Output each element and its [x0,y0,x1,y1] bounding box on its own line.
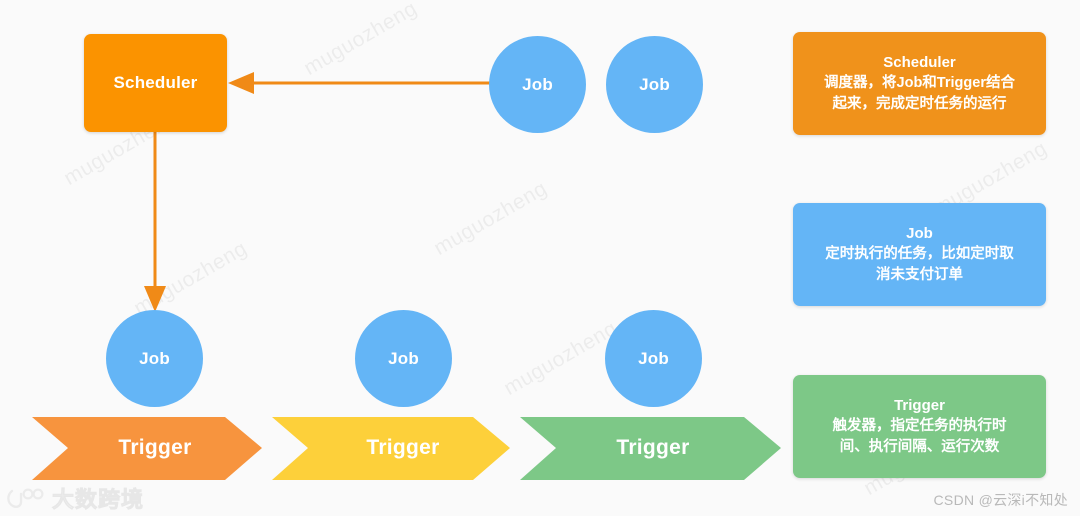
legend-card-desc-line2: 起来，完成定时任务的运行 [832,96,1007,112]
job-node-bottom-1[interactable]: Job [106,310,203,407]
legend-card-desc-line1: 定时执行的任务，比如定时取 [825,246,1014,262]
job-node-top-2[interactable]: Job [606,36,703,133]
arrow-job-to-scheduler [228,72,490,94]
arrow-scheduler-to-job [144,132,166,312]
job-node-label: Job [388,348,419,368]
legend-card-desc-line1: 触发器，指定任务的执行时 [832,418,1007,434]
csdn-credit: CSDN @云深i不知处 [933,492,1068,508]
brand-watermark-text: 大数跨境 [52,487,145,513]
trigger-chevron-1[interactable] [32,417,262,480]
job-node-top-1[interactable]: Job [489,36,586,133]
legend-card-title: Trigger [894,397,945,414]
legend-card-trigger[interactable]: Trigger 触发器，指定任务的执行时 间、执行间隔、运行次数 [793,375,1046,478]
trigger-chevron-3[interactable] [520,417,781,480]
job-node-label: Job [522,74,553,94]
scheduler-node[interactable]: Scheduler [84,34,227,132]
legend-card-desc-line2: 间、执行间隔、运行次数 [839,439,1000,455]
legend-card-desc-line2: 消未支付订单 [876,267,963,283]
brand-watermark: 大数跨境 [6,482,144,514]
legend-card-title: Job [906,225,933,242]
job-node-label: Job [139,348,170,368]
job-node-label: Job [639,74,670,94]
job-node-label: Job [638,348,669,368]
legend-card-desc-line1: 调度器，将Job和Trigger结合 [824,75,1015,91]
legend-card-title: Scheduler [883,54,956,71]
scheduler-node-label: Scheduler [113,73,198,92]
dashukuajing-logo-icon [7,488,44,508]
legend-card-scheduler[interactable]: Scheduler 调度器，将Job和Trigger结合 起来，完成定时任务的运… [793,32,1046,135]
job-node-bottom-3[interactable]: Job [605,310,702,407]
legend-card-job[interactable]: Job 定时执行的任务，比如定时取 消未支付订单 [793,203,1046,306]
job-node-bottom-2[interactable]: Job [355,310,452,407]
trigger-chevron-2[interactable] [272,417,510,480]
